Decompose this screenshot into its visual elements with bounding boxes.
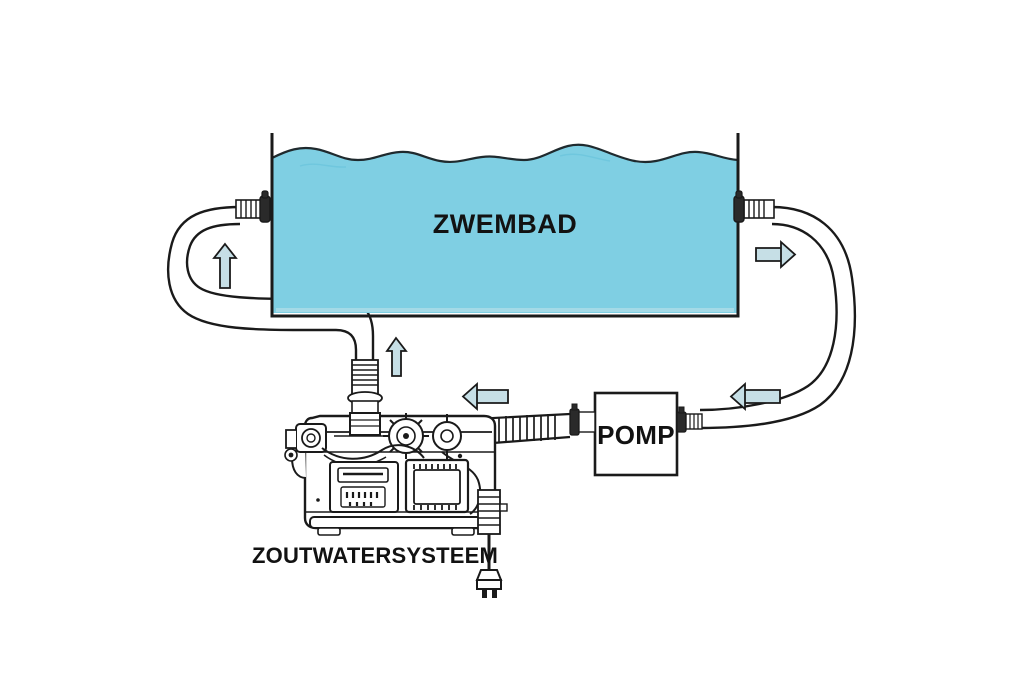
fitting-pool-left xyxy=(235,190,271,223)
pool-label: ZWEMBAD xyxy=(433,209,577,239)
power-cord-assembly xyxy=(475,489,508,598)
salt-system-outlet-fitting xyxy=(347,359,383,414)
salt-system-right-cap xyxy=(432,414,462,462)
hose-pool-to-pump xyxy=(699,205,857,430)
salt-system-display-panel xyxy=(329,461,399,513)
salt-system-cell-housing xyxy=(404,458,470,514)
pump-inlet-fitting xyxy=(676,406,703,433)
pool-water xyxy=(272,144,738,313)
pump-outlet-fitting xyxy=(569,403,596,436)
arrow-pool-inlet-up xyxy=(212,242,238,289)
salt-system-center-column xyxy=(334,412,396,437)
salt-system-left-valve xyxy=(284,423,327,462)
arrow-pump-to-salt-left xyxy=(461,381,509,412)
pool-water-surface xyxy=(271,143,739,164)
pool: ZWEMBAD xyxy=(270,133,740,318)
arrow-pool-outlet-right xyxy=(755,239,797,270)
pool-walls xyxy=(270,133,740,318)
salt-water-system xyxy=(284,412,497,536)
salt-system-label: ZOUTWATERSYSTEEM xyxy=(252,543,498,568)
pump-label: POMP xyxy=(597,420,675,450)
pump: POMP xyxy=(593,391,679,477)
fitting-pool-right xyxy=(733,190,775,223)
pump-box xyxy=(593,391,679,477)
power-plug xyxy=(475,569,503,598)
salt-system-gear xyxy=(383,413,429,459)
arrow-pool-to-pump-left xyxy=(729,381,781,412)
arrow-salt-outlet-up xyxy=(385,336,408,377)
